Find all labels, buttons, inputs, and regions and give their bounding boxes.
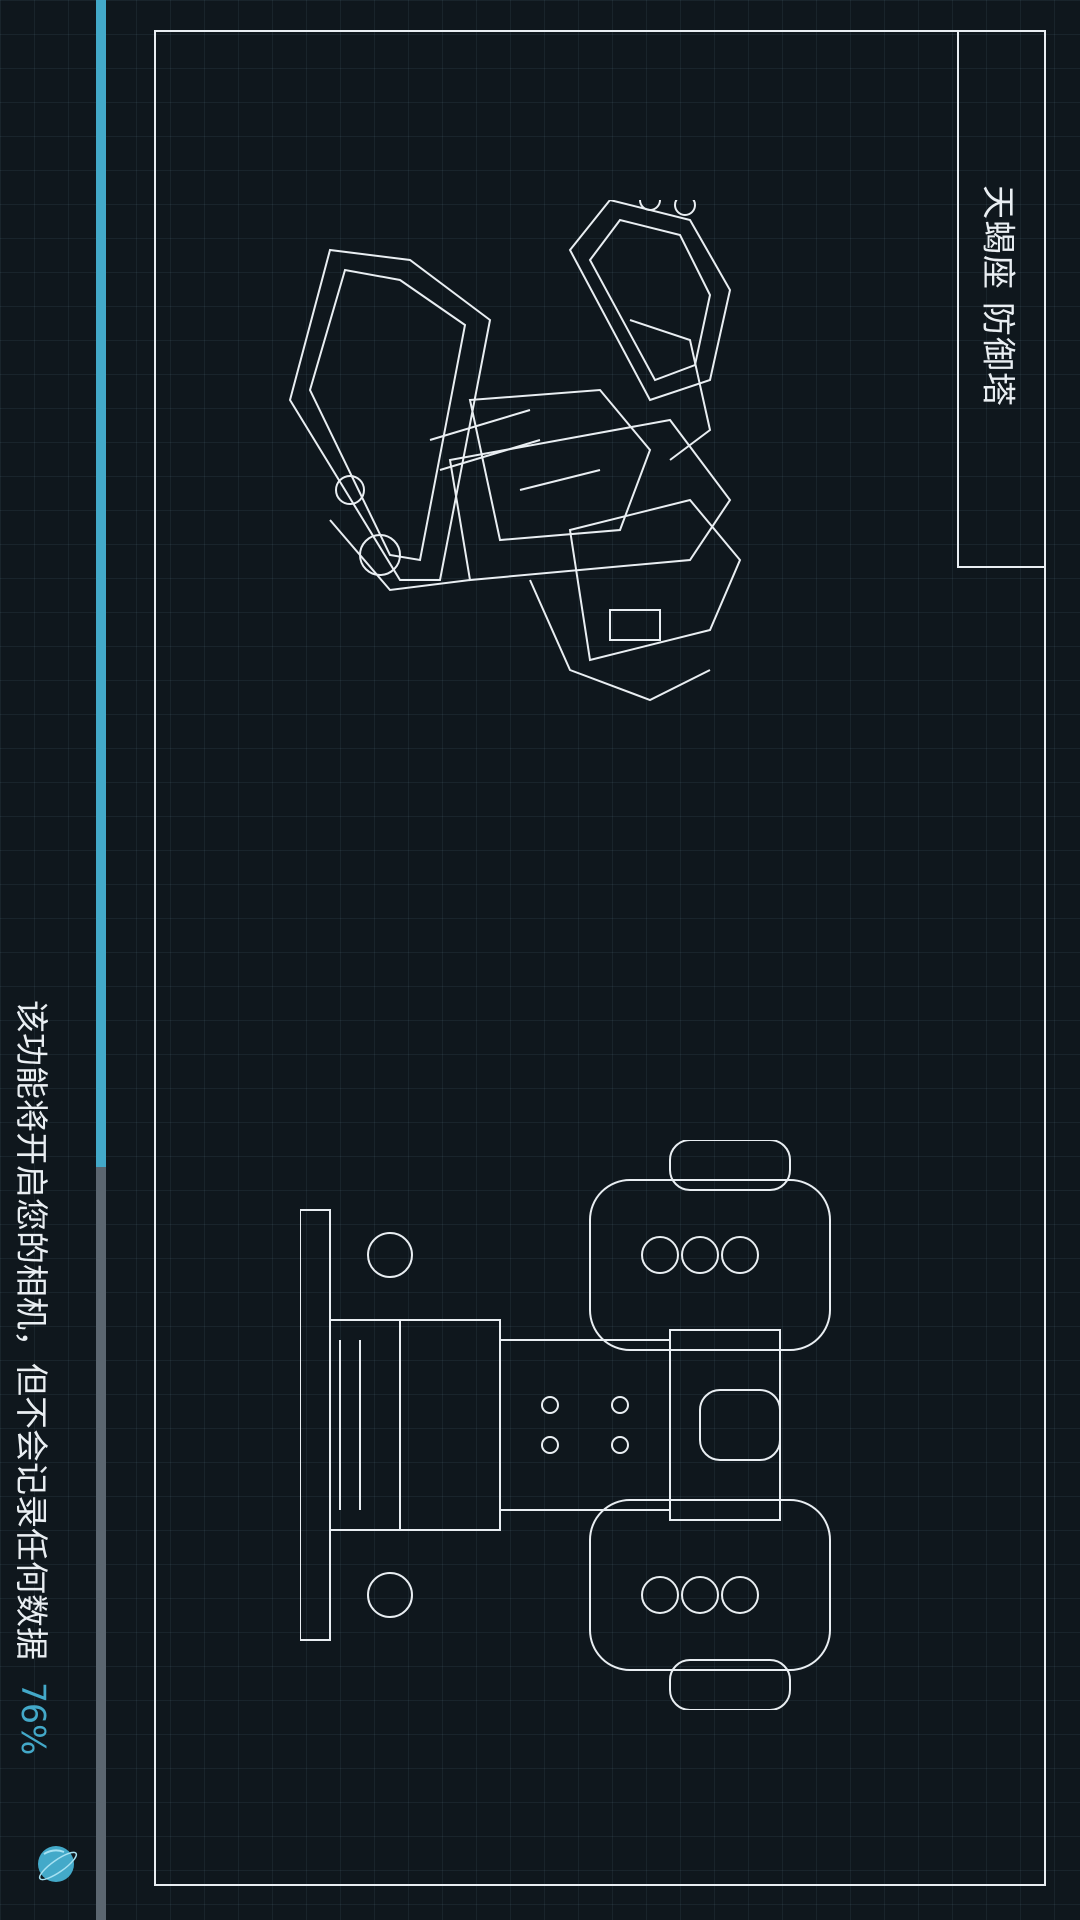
camera-notice-text: 该功能将开启您的相机，但不会记录任何数据	[12, 1000, 51, 1660]
model-title: 天蝎座 防御塔	[977, 185, 1018, 407]
progress-percent: 76%	[14, 1682, 54, 1756]
progress-bar-track	[96, 0, 106, 1920]
status-message: 该功能将开启您的相机，但不会记录任何数据 76%	[10, 1000, 58, 1755]
top-view-model-drawing	[300, 1140, 831, 1710]
blueprint-frame	[154, 30, 1046, 1886]
isometric-model-drawing	[288, 200, 742, 702]
title-box	[957, 30, 1046, 568]
progress-bar-fill	[96, 0, 106, 1168]
globe-icon	[38, 1846, 78, 1882]
